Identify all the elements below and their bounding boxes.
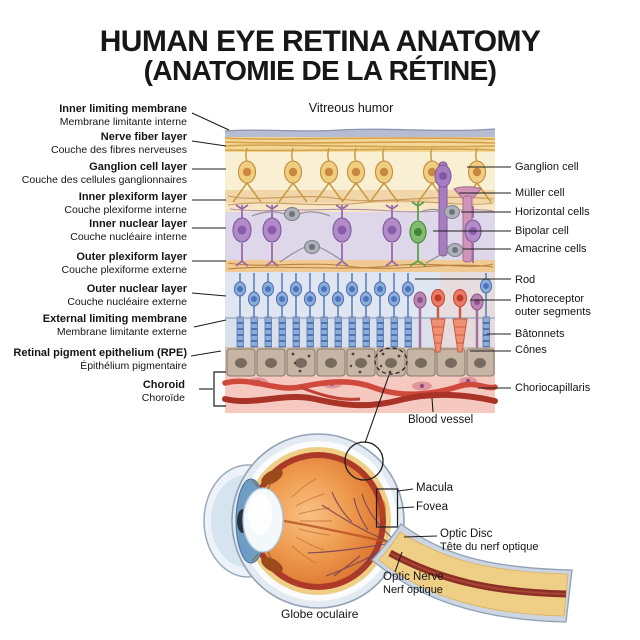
layer-label-ganglion-cell-layer: Ganglion cell layer Couche des cellules …	[22, 162, 187, 186]
macula-label: Macula	[416, 482, 454, 494]
label-fr: Couche des fibres nerveuses	[51, 143, 187, 156]
cell-label-cones: Cônes	[515, 344, 547, 356]
label-en: Inner limiting membrane	[59, 103, 187, 115]
ganglion-cells	[232, 147, 492, 203]
label-en: Nerve fiber layer	[100, 131, 187, 143]
cone-cells	[413, 289, 484, 353]
callout-annotations	[344, 347, 408, 528]
choroid-vessels	[222, 377, 498, 409]
label-fr: Couche nucléaire externe	[67, 295, 187, 308]
label-en: Optic Nerve	[383, 571, 444, 583]
layer-label-inner-limiting-membrane: Inner limiting membrane Membrane limitan…	[59, 104, 187, 128]
page-title: HUMAN EYE RETINA ANATOMY	[99, 25, 541, 58]
label-fr: Épithélium pigmentaire	[80, 359, 187, 372]
page-subtitle: (ANATOMIE DE LA RÉTINE)	[143, 55, 497, 86]
label-en: Inner plexiform layer	[78, 191, 187, 203]
retina-cross-section-illustration	[222, 128, 498, 413]
label-fr: Membrane limitante externe	[56, 325, 187, 338]
vitreous-humor-label: Vitreous humor	[308, 101, 394, 115]
label-en: External limiting membrane	[42, 313, 187, 325]
label-fr: Choroïde	[141, 391, 185, 404]
cell-label-ganglion-cell: Ganglion cell	[515, 161, 579, 173]
cell-label-batonnets: Bâtonnets	[515, 328, 565, 340]
label-fr: Membrane limitante interne	[59, 115, 187, 128]
cell-label-rod: Rod	[515, 274, 536, 286]
label-fr: Couche plexiforme externe	[61, 263, 187, 276]
rod-cells	[234, 273, 492, 348]
cell-label-bipolar-cell: Bipolar cell	[515, 225, 569, 237]
leader-lines	[190, 112, 511, 573]
label-en: Inner nuclear layer	[89, 218, 187, 230]
layer-label-external-limiting-membrane: External limiting membrane Membrane limi…	[43, 314, 187, 338]
layer-label-outer-plexiform-layer: Outer plexiform layer Couche plexiforme …	[62, 252, 187, 276]
globe-oculaire-label: Globe oculaire	[281, 607, 359, 621]
label-en: Ganglion cell layer	[89, 161, 187, 173]
label-fr: Couche des cellules ganglionnaires	[21, 173, 187, 186]
layer-label-outer-nuclear-layer: Outer nuclear layer Couche nucléaire ext…	[67, 284, 187, 308]
layer-label-nerve-fiber-layer: Nerve fiber layer Couche des fibres nerv…	[51, 132, 187, 156]
rpe-cells	[226, 348, 495, 377]
label-fr: Couche plexiforme interne	[64, 203, 187, 216]
label-fr: Couche nucléaire interne	[70, 230, 187, 243]
label-fr: Tête du nerf optique	[440, 541, 539, 553]
amacrine-horizontal-cells	[251, 205, 463, 264]
cell-label-photoreceptor-outer-segments: Photoreceptor outer segments	[515, 293, 591, 318]
layer-label-inner-plexiform-layer: Inner plexiform layer Couche plexiforme …	[64, 192, 187, 216]
label-en: Optic Disc	[440, 528, 493, 540]
cell-label-horizontal-cells: Horizontal cells	[515, 206, 590, 218]
cell-label-mueller-cell: Müller cell	[515, 187, 565, 199]
fovea-label: Fovea	[416, 501, 448, 513]
eye-illustration	[203, 433, 573, 623]
cell-label-amacrine-cells: Amacrine cells	[515, 243, 587, 255]
optic-disc-label: Optic Disc Tête du nerf optique	[440, 528, 538, 554]
cell-label-choriocapillaris: Choriocapillaris	[515, 382, 591, 394]
layer-label-rpe: Retinal pigment epithelium (RPE) Épithél…	[13, 348, 187, 372]
blood-vessel-label: Blood vessel	[408, 414, 474, 426]
layer-label-inner-nuclear-layer: Inner nuclear layer Couche nucléaire int…	[70, 219, 187, 243]
label-en: Outer plexiform layer	[76, 251, 187, 263]
label-en: Outer nuclear layer	[86, 283, 187, 295]
optic-nerve	[371, 523, 573, 623]
optic-nerve-label: Optic Nerve Nerf optique	[383, 571, 444, 597]
label-en: Choroid	[142, 379, 185, 391]
label-en: Retinal pigment epithelium (RPE)	[13, 347, 187, 359]
layer-label-choroid: Choroid Choroïde	[142, 380, 185, 404]
label-fr: Nerf optique	[383, 584, 443, 596]
